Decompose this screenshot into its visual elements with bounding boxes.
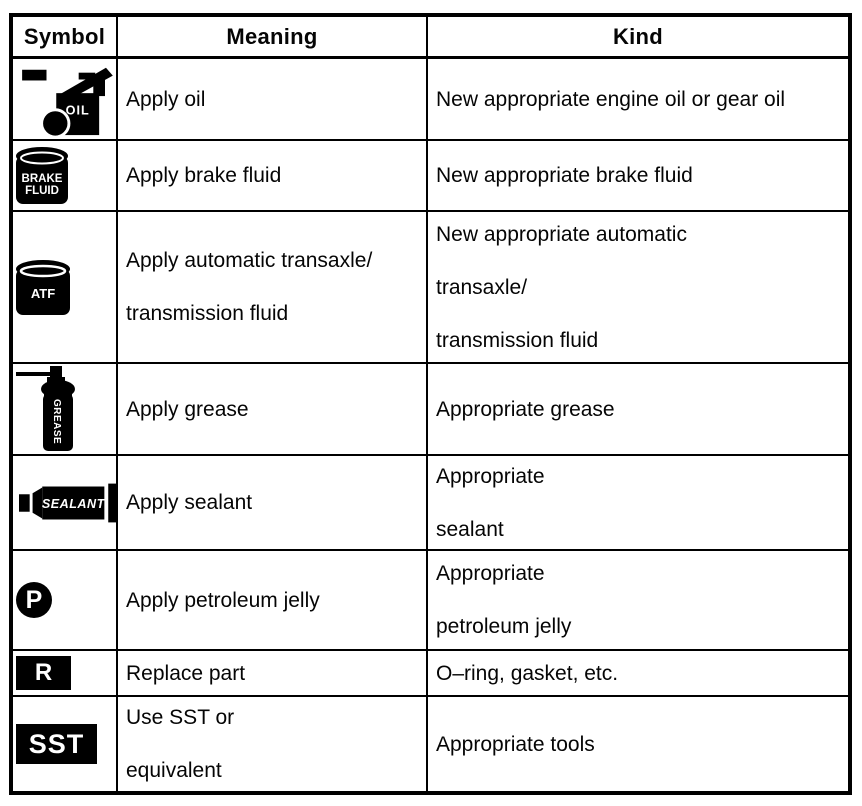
meaning-cell: Apply petroleum jelly [118, 551, 428, 651]
symbol-cell: GREASE [13, 364, 118, 456]
sealant-label: SEALANT [42, 496, 106, 510]
kind-cell: Appropriate sealant [428, 456, 848, 551]
symbol-cell: R [13, 651, 118, 697]
brake-fluid-can-icon: BRAKE FLUID [16, 147, 68, 204]
symbol-cell: SST [13, 697, 118, 791]
column-header-meaning: Meaning [118, 17, 428, 59]
column-header-kind: Kind [428, 17, 848, 59]
symbol-cell: OIL [13, 59, 118, 141]
meaning-cell: Replace part [118, 651, 428, 697]
kind-cell: Appropriate petroleum jelly [428, 551, 848, 651]
symbol-legend-table: Symbol Meaning Kind OIL Apply oil New ap… [9, 13, 852, 795]
kind-cell: Appropriate grease [428, 364, 848, 456]
brake-fluid-label-line2: FLUID [25, 185, 59, 197]
kind-cell: O–ring, gasket, etc. [428, 651, 848, 697]
oil-can-label: OIL [66, 104, 90, 118]
grease-spray-can-icon: GREASE [16, 366, 75, 451]
brake-fluid-label-line1: BRAKE [22, 173, 63, 185]
meaning-cell: Apply automatic transaxle/ transmission … [118, 212, 428, 364]
symbol-cell: SEALANT [13, 456, 118, 551]
kind-cell: New appropriate automatic transaxle/ tra… [428, 212, 848, 364]
symbol-cell: BRAKE FLUID [13, 141, 118, 212]
column-header-symbol: Symbol [13, 17, 118, 59]
replace-part-icon: R [16, 656, 71, 690]
sst-icon: SST [16, 724, 97, 764]
meaning-cell: Apply grease [118, 364, 428, 456]
meaning-cell: Apply sealant [118, 456, 428, 551]
kind-cell: Appropriate tools [436, 732, 595, 756]
meaning-cell: Use SST or equivalent [118, 697, 428, 791]
meaning-cell: Apply brake fluid [118, 141, 428, 212]
symbol-cell: ATF [13, 212, 118, 364]
petroleum-jelly-icon: P [16, 582, 52, 618]
meaning-cell: Apply oil [118, 59, 428, 141]
atf-label: ATF [31, 286, 55, 301]
kind-cell: New appropriate brake fluid [428, 141, 848, 212]
oil-can-icon: OIL [22, 67, 113, 138]
kind-cell: New appropriate engine oil or gear oil [428, 59, 848, 141]
symbol-cell: P [13, 551, 118, 651]
atf-can-icon: ATF [16, 259, 70, 315]
grease-label: GREASE [51, 399, 62, 444]
sealant-tube-icon: SEALANT [19, 483, 116, 522]
